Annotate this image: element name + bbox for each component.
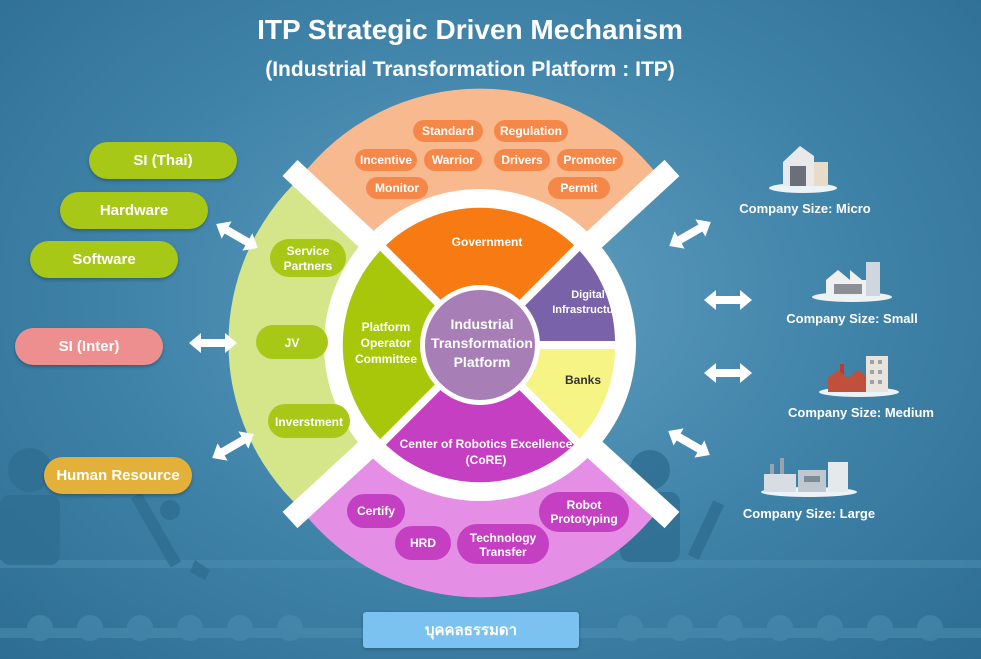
factory-micro-icon	[769, 146, 837, 193]
top-pill-drivers: Drivers	[501, 153, 543, 167]
bottom-pill-tech-line-1: Technology	[470, 531, 537, 545]
double-arrow-icon-right-1	[704, 290, 752, 310]
government-label: Government	[452, 235, 523, 249]
company-size-small-label: Company Size: Small	[786, 311, 918, 326]
company-size-medium-label: Company Size: Medium	[788, 405, 934, 420]
double-arrow-icon-mid-left	[189, 333, 237, 353]
si-thai-pill: SI (Thai)	[89, 142, 237, 179]
center-line-3: Platform	[454, 354, 511, 370]
bottom-pill-tech-line-2: Transfer	[479, 545, 527, 559]
core-label-line-1: Center of Robotics Excellence	[400, 437, 573, 451]
top-pill-standard: Standard	[422, 124, 474, 138]
committee-label-line-3: Committee	[355, 352, 417, 366]
committee-segment	[342, 248, 480, 442]
center-line-2: Transformation	[431, 335, 533, 351]
software-pill: Software	[30, 241, 178, 278]
bottom-pill-hrd: HRD	[410, 536, 436, 550]
left-pill-investment: Inverstment	[275, 415, 343, 429]
committee-label-line-1: Platform	[362, 320, 411, 334]
si-inter-pill: SI (Inter)	[15, 328, 163, 365]
digital-label-line-1: Digital	[571, 289, 605, 301]
individual-person-button[interactable]: บุคคลธรรมดา	[363, 612, 579, 648]
double-arrow-icon-right-2	[704, 363, 752, 383]
top-pill-incentive: Incentive	[360, 153, 412, 167]
factory-large-icon	[761, 458, 857, 497]
company-size-micro-label: Company Size: Micro	[739, 201, 871, 216]
double-arrow-icon-lower-right	[668, 428, 710, 458]
double-arrow-icon-lower-left	[212, 431, 254, 461]
page-title: ITP Strategic Driven Mechanism	[257, 14, 683, 45]
page-subtitle: (Industrial Transformation Platform : IT…	[265, 58, 675, 81]
core-label-line-2: (CoRE)	[466, 453, 507, 467]
center-line-1: Industrial	[450, 316, 513, 332]
top-pill-promoter: Promoter	[563, 153, 617, 167]
hardware-pill: Hardware	[60, 192, 208, 229]
human-resource-pill: Human Resource	[44, 457, 192, 494]
committee-label-line-2: Operator	[361, 336, 412, 350]
top-pill-warrior: Warrior	[432, 153, 475, 167]
left-pill-service-line-1: Service	[287, 244, 330, 258]
company-size-large-label: Company Size: Large	[742, 506, 876, 521]
digital-label-line-2: Infrastructure	[552, 304, 624, 316]
left-pill-service-line-2: Partners	[284, 259, 333, 273]
factory-medium-icon	[819, 356, 899, 397]
double-arrow-icon-upper-right	[669, 219, 711, 249]
government-segment	[383, 207, 577, 345]
top-pill-monitor: Monitor	[375, 181, 419, 195]
robot-worker-silhouette-left	[0, 448, 210, 580]
bottom-pill-robot-line-2: Prototyping	[550, 512, 617, 526]
center-circle	[425, 290, 535, 400]
factory-small-icon	[812, 262, 892, 302]
top-pill-regulation: Regulation	[500, 124, 562, 138]
core-segment	[383, 345, 577, 483]
left-pill-jv: JV	[285, 336, 300, 350]
bottom-pill-certify: Certify	[357, 504, 395, 518]
top-pill-permit: Permit	[560, 181, 597, 195]
banks-label: Banks	[565, 373, 601, 387]
arrows	[189, 219, 752, 461]
bottom-pill-robot-line-1: Robot	[567, 498, 602, 512]
double-arrow-icon-upper-left	[216, 221, 258, 251]
